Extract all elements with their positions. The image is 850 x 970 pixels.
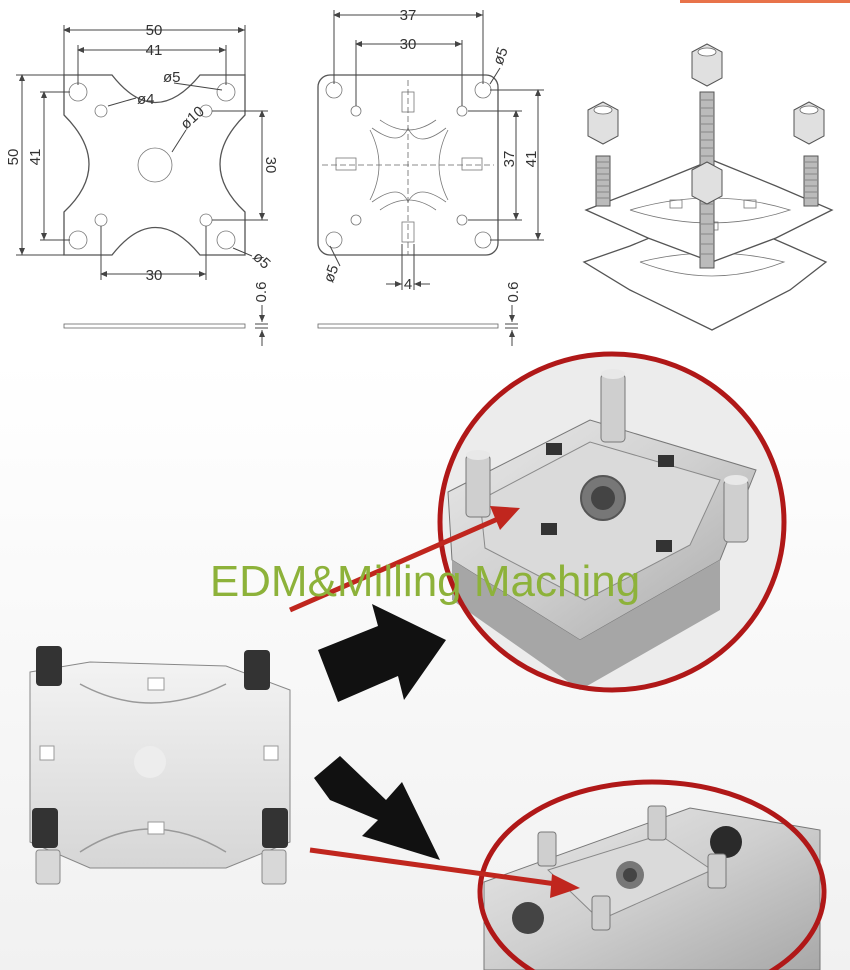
note-dia-5-lower: ø5 <box>249 248 273 272</box>
dim-bottom-30: 30 <box>146 267 163 284</box>
note-dia-5-right-bottom: ø5 <box>320 263 342 285</box>
dim-thickness-left: 0.6 <box>253 282 270 303</box>
dim-width-50: 50 <box>146 22 163 39</box>
exploded-assembly-view <box>582 43 834 331</box>
dim-width-37: 37 <box>400 7 417 24</box>
fixture-photo-bottom <box>477 779 827 970</box>
caption-text: EDM&Milling Maching <box>209 557 641 606</box>
red-arrow-top <box>288 506 520 613</box>
left-plate-drawing <box>16 25 268 346</box>
dim-height-37: 37 <box>501 151 518 168</box>
dim-width-41: 41 <box>146 42 163 59</box>
black-arrow-down <box>314 756 440 860</box>
dim-thickness-right: 0.6 <box>505 282 522 303</box>
black-arrow-up <box>318 604 446 702</box>
plate-photo-left <box>29 646 291 885</box>
fixture-photo-top <box>437 351 787 693</box>
note-dia-5-right-top: ø5 <box>490 45 512 67</box>
dim-height-30: 30 <box>262 157 279 174</box>
dim-height-41-right: 41 <box>523 151 540 168</box>
dim-height-50: 50 <box>5 149 22 166</box>
red-arrow-bottom <box>309 847 580 898</box>
dim-slot-4: 4 <box>404 276 412 293</box>
accent-bar <box>680 0 850 3</box>
dim-height-41: 41 <box>27 149 44 166</box>
note-dia-5: ø5 <box>163 69 181 86</box>
note-dia-4: ø4 <box>137 91 155 108</box>
right-plate-drawing <box>317 10 544 346</box>
dim-width-30-right: 30 <box>400 36 417 53</box>
